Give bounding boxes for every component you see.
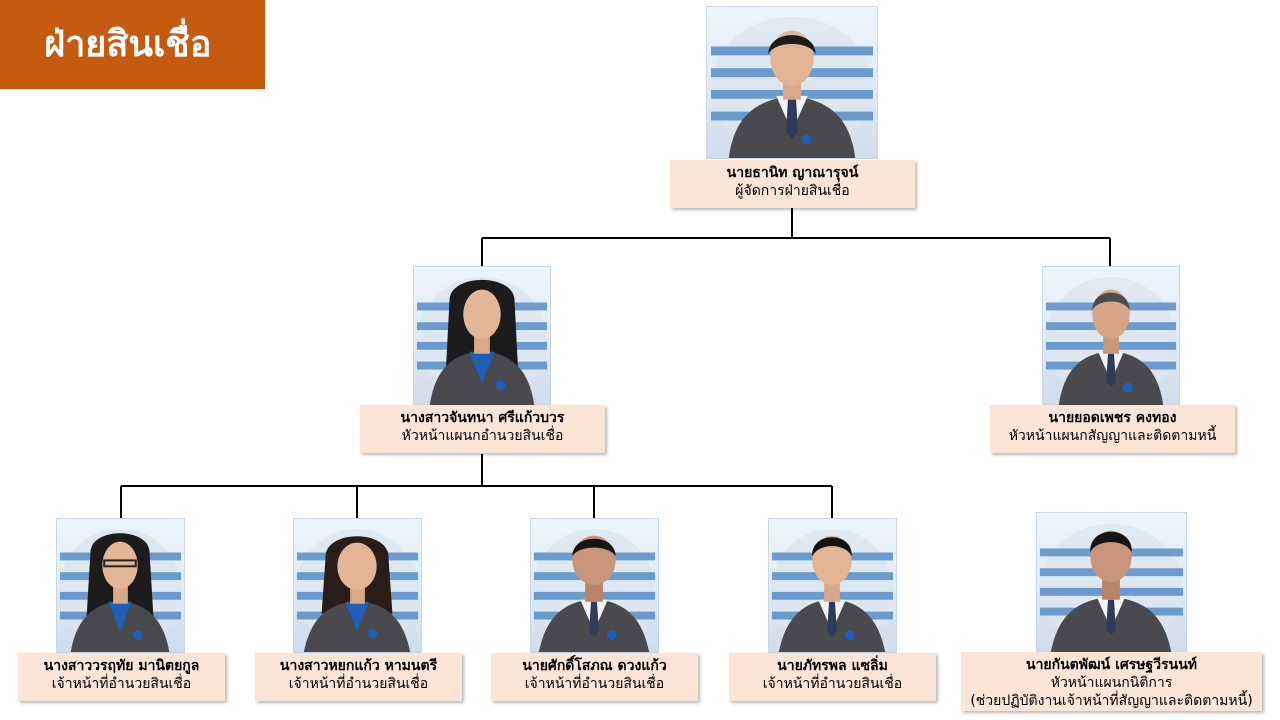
person-name: นายยอดเพชร คงทอง: [1048, 410, 1177, 426]
person-role: หัวหน้าแผนกสัญญาและติดตามหนี้: [1008, 428, 1217, 444]
person-silhouette: [1050, 530, 1172, 652]
person-name: นางสาววรฤทัย มานิตยกูล: [43, 658, 200, 674]
person-name: นางสาวจันทนา ศรีแก้วบวร: [400, 410, 565, 426]
person-silhouette: [429, 279, 535, 405]
person-name: นายกันตพัฒน์ เศรษฐวีรนนท์: [1026, 657, 1197, 673]
photo-staff2: [293, 518, 422, 653]
label-manager: นายธานิท ญาณารุจน์ ผู้จัดการฝ่ายสินเชื่อ: [670, 160, 915, 208]
person-silhouette: [728, 30, 856, 158]
person-role: หัวหน้าแผนกอำนวยสินเชื่อ: [401, 428, 564, 444]
photo-legal-head: [1036, 512, 1187, 653]
person-role: ผู้จัดการฝ่ายสินเชื่อ: [735, 183, 850, 199]
photo-credit-head: [413, 266, 551, 406]
label-credit-head: นางสาวจันทนา ศรีแก้วบวร หัวหน้าแผนกอำนวย…: [360, 405, 605, 453]
label-staff4: นายภัทรพล แซลิ่ม เจ้าหน้าที่อำนวยสินเชื่…: [729, 653, 936, 701]
connector-credit-level: [120, 454, 833, 518]
label-contract-head: นายยอดเพชร คงทอง หัวหน้าแผนกสัญญาและติดต…: [990, 405, 1235, 453]
photo-staff1: [56, 518, 185, 653]
person-name: นางสาวหยกแก้ว หามนตรี: [279, 658, 438, 674]
page-title: ฝ่ายสินเชื่อ: [44, 24, 212, 65]
photo-contract-head: [1042, 266, 1180, 406]
person-silhouette: [1058, 289, 1164, 405]
label-staff2: นางสาวหยกแก้ว หามนตรี เจ้าหน้าที่อำนวยสิ…: [255, 653, 462, 701]
person-role: เจ้าหน้าที่อำนวยสินเชื่อ: [51, 676, 192, 692]
person-silhouette: [538, 535, 650, 652]
person-name: นายศักดิ์โสภณ ดวงแก้ว: [522, 658, 667, 674]
person-role: เจ้าหน้าที่อำนวยสินเชื่อ: [762, 676, 903, 692]
person-note: (ช่วยปฏิบัติงานเจ้าหน้าที่สัญญาและติดตาม…: [970, 693, 1253, 709]
person-silhouette: [778, 535, 886, 652]
photo-staff4: [768, 518, 897, 653]
person-role: เจ้าหน้าที่อำนวยสินเชื่อ: [288, 676, 429, 692]
person-name: นายภัทรพล แซลิ่ม: [777, 658, 888, 674]
label-legal-head: นายกันตพัฒน์ เศรษฐวีรนนท์ หัวหน้าแผนกนิต…: [961, 652, 1262, 711]
photo-staff3: [530, 518, 659, 653]
label-staff3: นายศักดิ์โสภณ ดวงแก้ว เจ้าหน้าที่อำนวยสิ…: [491, 653, 698, 701]
person-silhouette: [303, 536, 411, 652]
connector-manager-level: [481, 208, 1111, 266]
person-role: เจ้าหน้าที่อำนวยสินเชื่อ: [524, 676, 665, 692]
person-silhouette: [70, 533, 170, 652]
person-role: หัวหน้าแผนกนิติการ: [1050, 675, 1173, 691]
photo-manager: [706, 6, 878, 159]
page-title-banner: ฝ่ายสินเชื่อ: [0, 0, 265, 89]
person-name: นายธานิท ญาณารุจน์: [726, 165, 859, 181]
label-staff1: นางสาววรฤทัย มานิตยกูล เจ้าหน้าที่อำนวยส…: [18, 653, 225, 701]
